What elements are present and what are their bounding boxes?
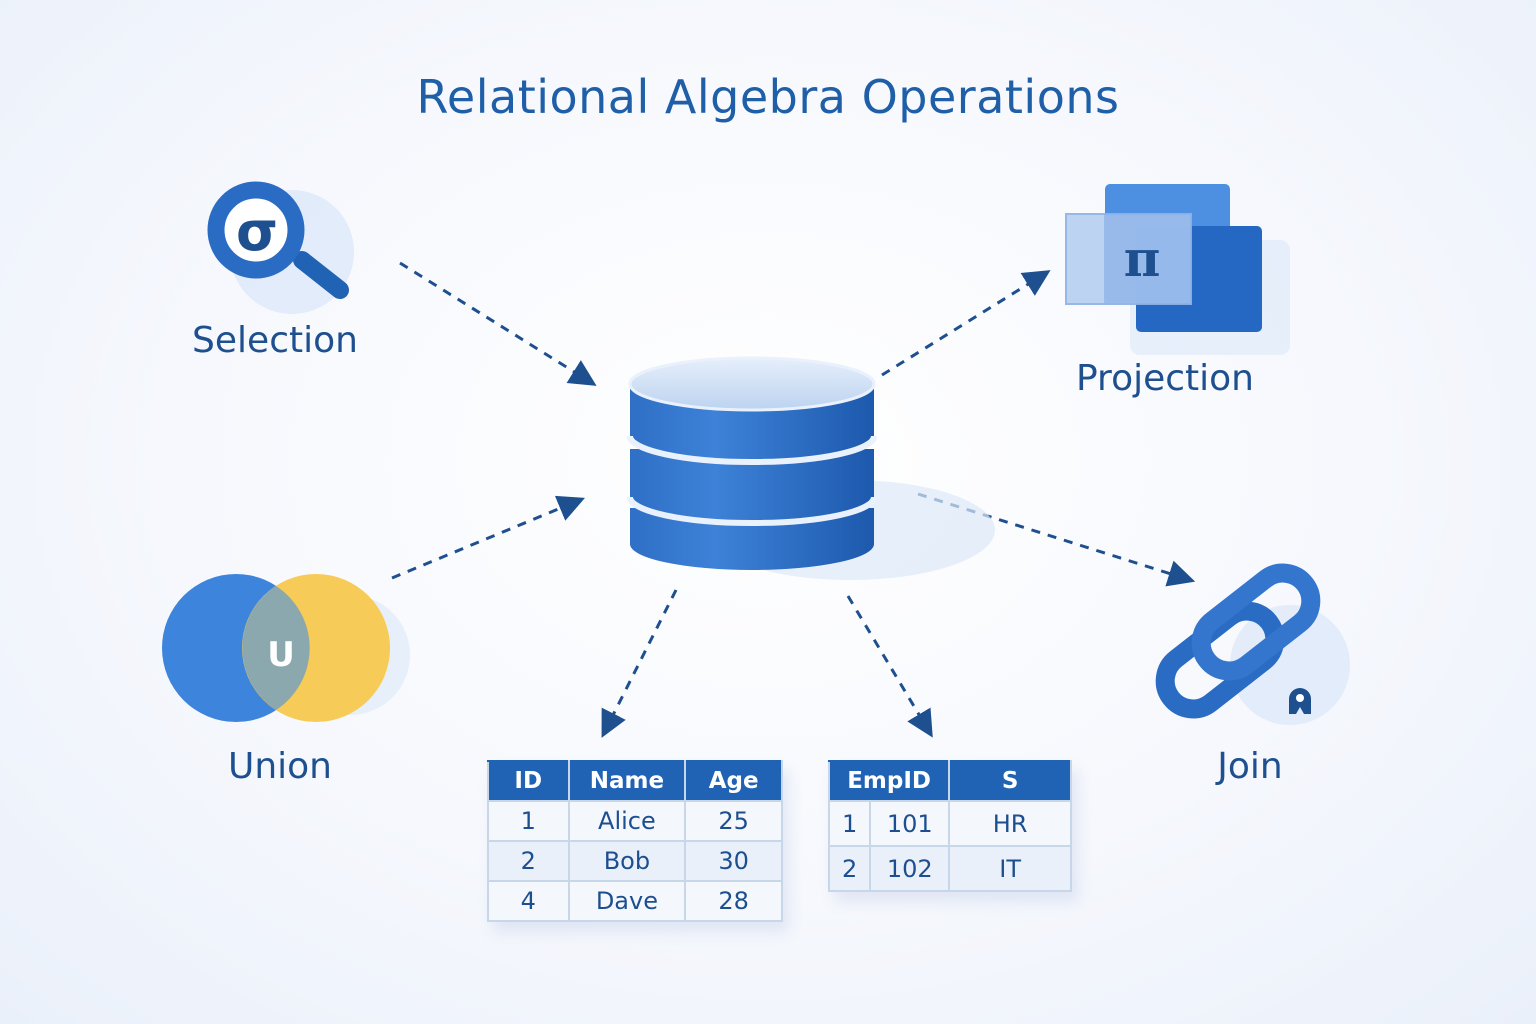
arrow-db-to-projection	[881, 270, 1051, 377]
magnifier-sigma-icon: σ	[207, 181, 354, 314]
table-cell: IT	[948, 845, 1072, 892]
table-cell: 28	[684, 880, 783, 922]
sigma-symbol: σ	[236, 200, 278, 263]
arrow-db-to-table-right	[846, 595, 933, 738]
pi-symbol: π	[1124, 229, 1161, 288]
selection-label: Selection	[192, 320, 358, 361]
column-header: S	[948, 760, 1072, 802]
table-cell: 4	[487, 880, 570, 922]
arrow-db-to-join	[917, 492, 1196, 587]
table-cell: 102	[869, 845, 951, 892]
table-cell: HR	[948, 800, 1072, 847]
table-row: 1 Alice 25	[487, 800, 783, 842]
table-cell: 2	[827, 845, 872, 892]
stacked-pages-pi-icon: π	[1065, 184, 1290, 355]
table-cell: Dave	[567, 880, 687, 922]
column-header: EmpID	[827, 760, 951, 802]
table-left: ID Name Age 1 Alice 25 2 Bob 30 4 Dave 2…	[487, 760, 783, 922]
table-cell: 2	[487, 840, 570, 882]
table-header-row: ID Name Age	[487, 760, 783, 802]
table-cell: Alice	[567, 800, 687, 842]
table-cell: 1	[487, 800, 570, 842]
diagram-title: Relational Algebra Operations	[416, 70, 1120, 124]
table-row: 1 101 HR	[827, 800, 1072, 847]
arrow-selection-to-db	[399, 261, 597, 386]
table-header-row: EmpID S	[827, 760, 1072, 802]
table-cell: 101	[869, 800, 951, 847]
table-right: EmpID S 1 101 HR 2 102 IT	[827, 760, 1072, 892]
arrow-db-to-table-left	[601, 589, 678, 738]
table-cell: 25	[684, 800, 783, 842]
table-cell: 30	[684, 840, 783, 882]
column-header: Name	[567, 760, 687, 802]
union-symbol: U	[267, 635, 295, 675]
database-cylinder-icon	[627, 356, 995, 580]
table-row: 4 Dave 28	[487, 880, 783, 922]
projection-label: Projection	[1075, 358, 1254, 399]
table-row: 2 Bob 30	[487, 840, 783, 882]
table-row: 2 102 IT	[827, 845, 1072, 892]
join-label: Join	[1217, 746, 1283, 787]
table-cell: Bob	[567, 840, 687, 882]
union-label: Union	[227, 746, 332, 787]
column-header: Age	[684, 760, 783, 802]
table-cell: 1	[827, 800, 872, 847]
connector-arrows	[391, 261, 1196, 738]
venn-union-icon: U	[162, 574, 410, 722]
arrow-union-to-db	[391, 495, 585, 580]
column-header: ID	[487, 760, 570, 802]
chain-link-icon	[1155, 563, 1350, 725]
